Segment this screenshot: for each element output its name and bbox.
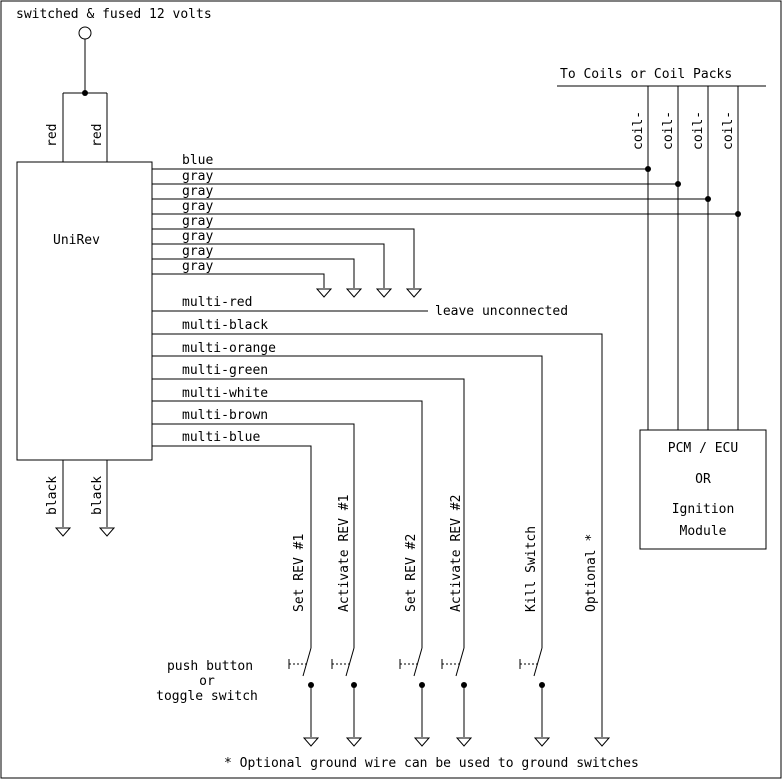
ground-symbol	[302, 737, 320, 747]
ecu-line-1: PCM / ECU	[668, 441, 738, 456]
ground-symbol	[98, 527, 116, 537]
wire-label-multi-black: multi-black	[182, 318, 268, 333]
ground-symbol	[533, 737, 551, 747]
wire-label-multi-green: multi-green	[182, 363, 268, 378]
wire-label-multi-brown: multi-brown	[182, 408, 268, 423]
ground-symbol	[375, 288, 393, 298]
coils-header: To Coils or Coil Packs	[560, 67, 732, 82]
switch-label-activate-rev-2: Activate REV #2	[449, 495, 464, 612]
wire-label-multi-red: multi-red	[182, 295, 252, 310]
switch-note-line-3: toggle switch	[156, 689, 258, 704]
ground-symbol	[54, 527, 72, 537]
ground-symbol	[455, 737, 473, 747]
switch-label-kill: Kill Switch	[524, 526, 539, 612]
coil-label-1: coil-	[631, 111, 646, 150]
ground-wire-label-2: black	[90, 476, 105, 515]
switch-label-activate-rev-1: Activate REV #1	[337, 495, 352, 612]
switch-symbol	[288, 647, 314, 737]
switch-label-set-rev-2: Set REV #2	[404, 534, 419, 612]
switch-label-set-rev-1: Set REV #1	[292, 534, 307, 612]
coil-label-2: coil-	[661, 111, 676, 150]
coil-label-4: coil-	[721, 111, 736, 150]
wire-label-multi-orange: multi-orange	[182, 341, 276, 356]
supply-label: switched & fused 12 volts	[16, 7, 212, 22]
switch-symbol	[441, 647, 467, 737]
wire-label-gray-7: gray	[182, 259, 213, 274]
ground-symbol	[345, 737, 363, 747]
footnote: * Optional ground wire can be used to gr…	[224, 756, 639, 771]
supply-terminal	[78, 26, 92, 40]
ground-symbol	[345, 288, 363, 298]
ground-symbol	[593, 737, 611, 747]
coil-label-3: coil-	[691, 111, 706, 150]
switch-symbol	[331, 647, 357, 737]
switches	[288, 647, 611, 747]
ecu-line-2: OR	[695, 472, 711, 487]
switch-symbol	[399, 647, 425, 737]
ground-symbol	[405, 288, 423, 298]
unconnected-label: leave unconnected	[435, 304, 568, 319]
ground-wire-label-1: black	[45, 476, 60, 515]
wire-label-gray-4: gray	[182, 214, 213, 229]
ecu-line-3: Ignition	[672, 502, 735, 517]
switch-label-optional: Optional *	[584, 534, 599, 612]
switch-symbol	[519, 647, 545, 737]
ecu-line-4: Module	[680, 524, 727, 539]
wire-label-multi-blue: multi-blue	[182, 430, 260, 445]
power-wire-label-1: red	[45, 124, 60, 147]
ground-symbol	[315, 288, 333, 298]
ecu-module	[639, 429, 767, 550]
wire-label-blue: blue	[182, 153, 213, 168]
wire-label-gray-1: gray	[182, 169, 213, 184]
wire-label-gray-6: gray	[182, 244, 213, 259]
wire-label-gray-2: gray	[182, 184, 213, 199]
wire-label-gray-3: gray	[182, 199, 213, 214]
unirev-module	[16, 161, 153, 461]
wire-label-gray-5: gray	[182, 229, 213, 244]
switch-note-line-2: or	[199, 674, 215, 689]
wire-label-multi-white: multi-white	[182, 386, 268, 401]
unirev-label: UniRev	[53, 233, 100, 248]
power-wire-label-2: red	[90, 124, 105, 147]
switch-note-line-1: push button	[167, 659, 253, 674]
ground-symbol	[413, 737, 431, 747]
